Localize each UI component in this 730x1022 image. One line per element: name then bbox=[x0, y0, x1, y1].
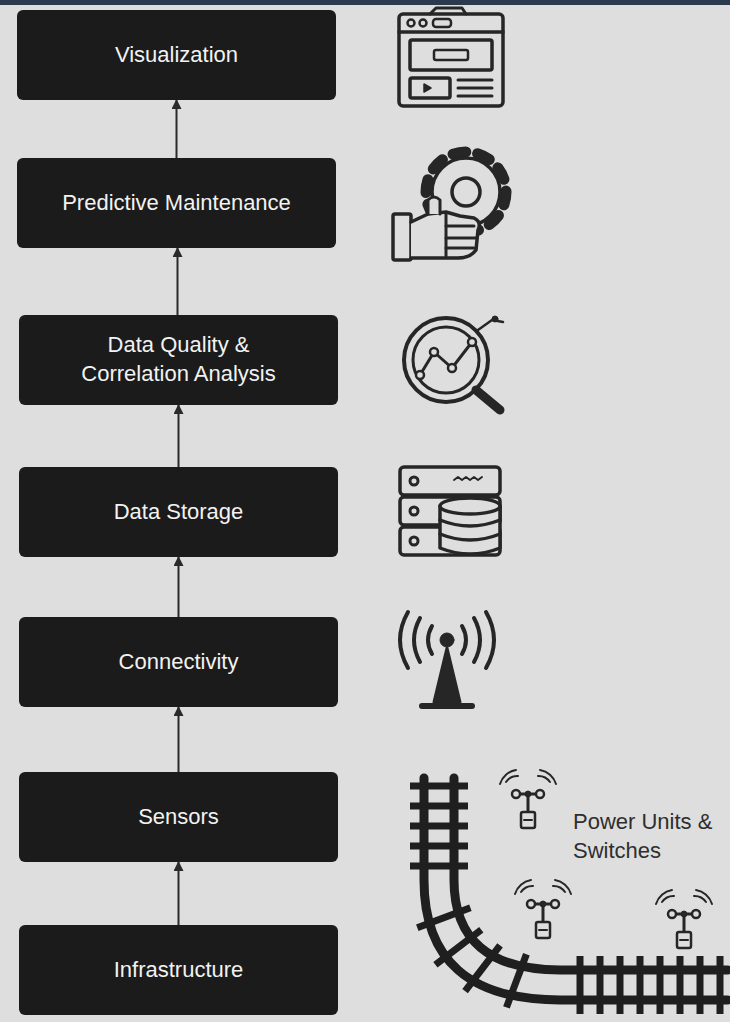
rail-tie bbox=[410, 823, 468, 830]
dashboard-icon bbox=[399, 8, 503, 106]
layer-box: Data Storage bbox=[19, 467, 338, 557]
layer-label: Data Quality & Correlation Analysis bbox=[54, 331, 304, 388]
flow-arrow bbox=[178, 862, 180, 925]
rail-tie bbox=[410, 803, 468, 810]
sensor-icon bbox=[656, 890, 712, 948]
railway-track bbox=[410, 778, 728, 1014]
top-bar bbox=[0, 0, 730, 5]
maintenance-icon bbox=[393, 152, 506, 260]
rail-tie bbox=[637, 956, 644, 1014]
layer-label: Sensors bbox=[138, 803, 219, 832]
rail-tie bbox=[577, 956, 584, 1014]
flow-arrow bbox=[176, 100, 178, 158]
rail-tie bbox=[657, 956, 664, 1014]
analysis-icon bbox=[404, 316, 503, 410]
layer-label: Predictive Maintenance bbox=[62, 189, 291, 218]
sensor-icon bbox=[515, 880, 571, 938]
track-label: Power Units & Switches bbox=[573, 808, 723, 865]
layer-label: Connectivity bbox=[119, 648, 239, 677]
layer-box: Connectivity bbox=[19, 617, 338, 707]
layer-box: Predictive Maintenance bbox=[17, 158, 336, 248]
layer-label: Data Storage bbox=[114, 498, 244, 527]
flow-arrow bbox=[178, 707, 180, 772]
rail-tie bbox=[410, 783, 468, 790]
flow-arrow bbox=[178, 557, 180, 617]
layer-box: Infrastructure bbox=[19, 925, 338, 1015]
rail-tie bbox=[597, 956, 604, 1014]
sensor-icon bbox=[500, 770, 556, 828]
rail-tie bbox=[697, 956, 704, 1014]
flow-arrow bbox=[177, 248, 179, 315]
layer-label: Infrastructure bbox=[114, 956, 244, 985]
layer-label: Visualization bbox=[115, 41, 238, 70]
storage-icon bbox=[400, 467, 500, 555]
rail-tie bbox=[410, 843, 468, 850]
flow-arrow bbox=[178, 405, 180, 467]
rail-tie bbox=[410, 863, 468, 870]
rail-tie bbox=[717, 956, 724, 1014]
rail-tie bbox=[677, 956, 684, 1014]
layer-box: Visualization bbox=[17, 10, 336, 100]
antenna-icon bbox=[400, 612, 494, 706]
layer-box: Sensors bbox=[19, 772, 338, 862]
layer-box: Data Quality & Correlation Analysis bbox=[19, 315, 338, 405]
rail-tie bbox=[617, 956, 624, 1014]
